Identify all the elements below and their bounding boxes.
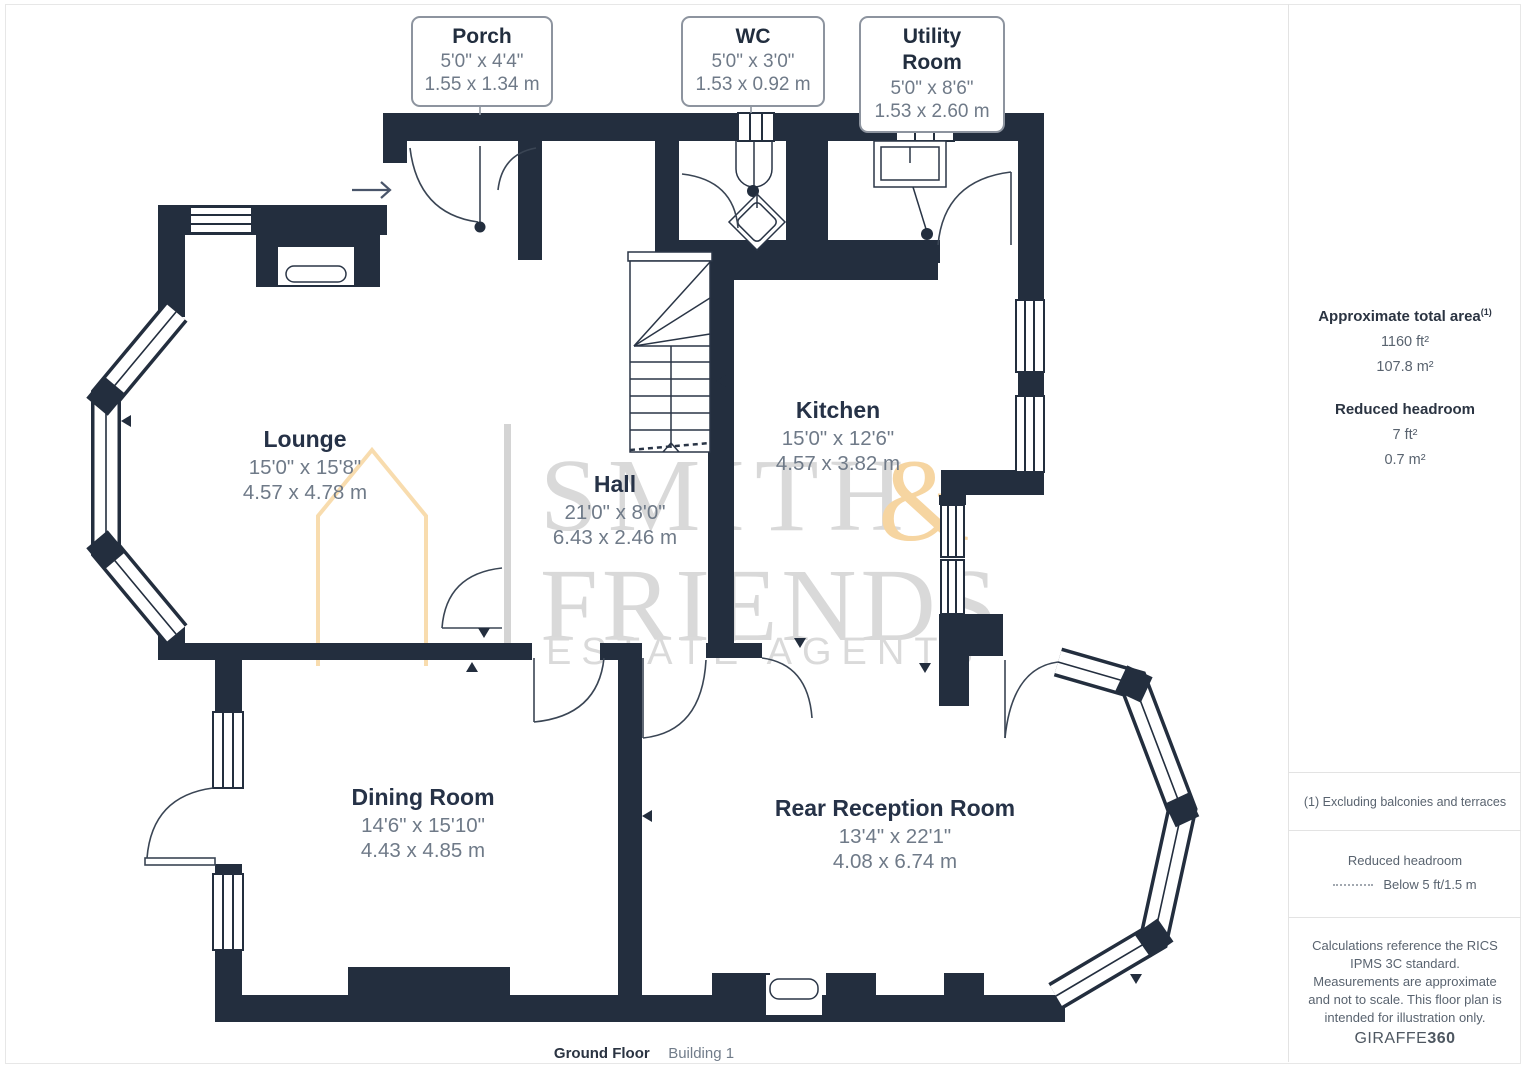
kitchen-right-window-2	[1015, 395, 1045, 473]
callout-utility-name: Utility Room	[902, 25, 962, 75]
lounge-chimney-hearth	[278, 247, 354, 285]
room-label-lounge: Lounge 15'0" x 15'8" 4.57 x 4.78 m	[243, 425, 367, 505]
dining-imperial: 14'6" x 15'10"	[361, 813, 485, 837]
kitchen-left-window-1	[940, 504, 965, 558]
lounge-door	[441, 567, 503, 629]
dining-metric: 4.43 x 4.85 m	[360, 838, 486, 862]
headroom-title: Reduced headroom	[1334, 401, 1476, 418]
front-door	[409, 146, 537, 233]
dining-external-door	[144, 787, 216, 866]
dashed-line-icon	[1333, 884, 1374, 886]
rear-fireplace	[766, 975, 822, 1015]
kitchen-rear-door	[1004, 660, 1059, 739]
lounge-name: Lounge	[263, 426, 347, 453]
fixtures	[278, 140, 947, 1015]
brand-logo: GIRAFFE360	[1289, 1030, 1521, 1048]
room-label-kitchen: Kitchen 15'0" x 12'6" 4.57 x 3.82 m	[776, 396, 900, 476]
watermark-divider	[504, 424, 511, 652]
windows	[189, 112, 1045, 951]
legend-row: Below 5 ft/1.5 m	[1289, 877, 1521, 892]
kitchen-name: Kitchen	[795, 397, 881, 424]
area-summary: Approximate total area(1) 1160 ft² 107.8…	[1289, 307, 1521, 468]
footer-caption: Ground Floor Building 1	[0, 1045, 1288, 1063]
lounge-imperial: 15'0" x 15'8"	[248, 455, 362, 479]
brand-number: 360	[1427, 1030, 1456, 1047]
callout-wc-name: WC	[735, 25, 771, 48]
callout-utility-imperial: 5'0" x 8'6"	[890, 77, 974, 99]
sidebar-divider-3	[1289, 917, 1521, 918]
room-label-hall: Hall 21'0" x 8'0" 6.43 x 2.46 m	[553, 470, 677, 550]
disclaimer-text: Calculations reference the RICS IPMS 3C …	[1308, 938, 1502, 1025]
info-sidebar: Approximate total area(1) 1160 ft² 107.8…	[1288, 4, 1521, 1062]
wc-door	[681, 173, 739, 229]
hall-imperial: 21'0" x 8'0"	[564, 500, 666, 524]
utility-sink	[873, 140, 947, 240]
kitchen-right-window-1	[1015, 299, 1045, 373]
callout-porch-imperial: 5'0" x 4'4"	[440, 51, 524, 73]
room-label-rear-reception: Rear Reception Room 13'4" x 22'1" 4.08 x…	[775, 794, 1015, 874]
headroom-m: 0.7 m²	[1384, 452, 1426, 468]
callout-utility-metric: 1.53 x 2.60 m	[874, 100, 990, 122]
lounge-bay-window	[86, 302, 188, 644]
dining-left-window-2	[212, 873, 244, 951]
utility-door	[937, 171, 1012, 246]
stairs	[627, 251, 713, 453]
sidebar-divider-1	[1289, 772, 1521, 773]
opening-markers	[121, 375, 1142, 984]
dining-name: Dining Room	[351, 784, 495, 811]
sidebar-divider-2	[1289, 830, 1521, 831]
headroom-legend: Reduced headroom Below 5 ft/1.5 m	[1289, 853, 1521, 892]
area-footnote: (1) Excluding balconies and terraces	[1303, 795, 1507, 809]
callout-utility: Utility Room 5'0" x 8'6" 1.53 x 2.60 m	[859, 16, 1005, 133]
floor-label: Ground Floor	[553, 1045, 650, 1062]
rear-reception-name: Rear Reception Room	[774, 795, 1016, 822]
lounge-metric: 4.57 x 4.78 m	[242, 480, 368, 504]
wc-corner-shower	[727, 192, 787, 252]
brand-name: GIRAFFE	[1354, 1030, 1428, 1047]
callout-porch-metric: 1.55 x 1.34 m	[424, 74, 540, 96]
total-area-superscript: (1)	[1480, 307, 1492, 317]
total-area-m: 107.8 m²	[1376, 359, 1434, 375]
wc-top-window	[737, 112, 775, 142]
rear-bay-window	[1048, 647, 1200, 1009]
kitchen-opening-door	[761, 657, 813, 719]
kitchen-metric: 4.57 x 3.82 m	[775, 451, 901, 475]
doors	[144, 146, 1059, 866]
headroom-ft: 7 ft²	[1392, 427, 1418, 443]
rear-reception-imperial: 13'4" x 22'1"	[838, 824, 952, 848]
kitchen-left-window-2	[940, 559, 965, 615]
rear-reception-metric: 4.08 x 6.74 m	[832, 849, 958, 873]
room-label-dining: Dining Room 14'6" x 15'10" 4.43 x 4.85 m	[351, 783, 494, 863]
legend-title: Reduced headroom	[1347, 853, 1463, 868]
watermark-house-icon	[316, 446, 428, 666]
building-label: Building 1	[668, 1045, 735, 1062]
hall-metric: 6.43 x 2.46 m	[552, 525, 678, 549]
legend-value: Below 5 ft/1.5 m	[1383, 877, 1477, 892]
wc-toilet	[735, 141, 773, 197]
hall-name: Hall	[593, 471, 637, 498]
callout-porch-name: Porch	[452, 25, 512, 48]
total-area-ft: 1160 ft²	[1380, 334, 1430, 350]
kitchen-imperial: 15'0" x 12'6"	[781, 426, 895, 450]
dining-left-window-1	[212, 711, 244, 789]
rear-reception-door	[642, 658, 707, 739]
callout-wc-imperial: 5'0" x 3'0"	[711, 51, 795, 73]
total-area-title-text: Approximate total area	[1318, 308, 1481, 325]
total-area-title: Approximate total area(1)	[1289, 307, 1521, 325]
callout-wc-metric: 1.53 x 0.92 m	[695, 74, 811, 96]
callout-porch: Porch 5'0" x 4'4" 1.55 x 1.34 m	[411, 16, 553, 107]
entry-arrow-icon	[352, 181, 392, 199]
dining-door	[533, 657, 605, 723]
lounge-top-window	[189, 206, 253, 234]
callout-wc: WC 5'0" x 3'0" 1.53 x 0.92 m	[681, 16, 825, 107]
